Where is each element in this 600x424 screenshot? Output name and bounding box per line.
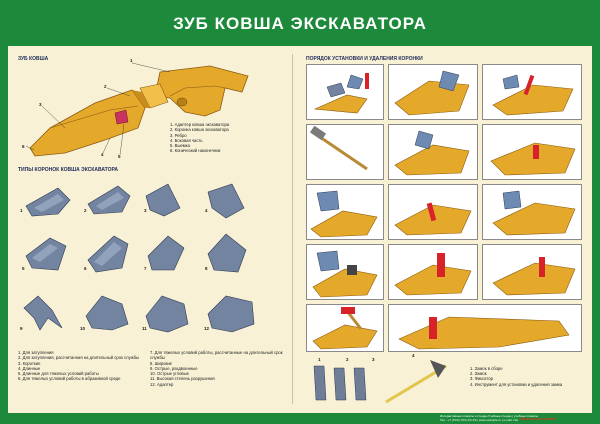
procedure-step-2 (388, 64, 478, 120)
lock-callout: 2 (346, 357, 349, 362)
lock-callout: 4 (412, 353, 415, 358)
brand-logo: Школьный стенд (520, 416, 556, 421)
procedure-step-3 (482, 64, 582, 120)
crown-types-grid (23, 183, 255, 333)
tooth-part-item: 1. Адаптер ковша экскаватора (170, 122, 230, 127)
footer-line: Интерактивные плакаты и стенды Учебные с… (440, 414, 539, 418)
crown-types-list-left: 1. Для затупления 2. Для затупления, рас… (18, 350, 146, 382)
lock-legend: 1. Замок в сборе 2. Замок 3. Фиксатор 4.… (470, 366, 588, 387)
step-10-illustration (312, 250, 378, 298)
crown-type-item: 5. Длинные для тяжелых условий работы (18, 371, 99, 377)
lock-legend-item: 3. Фиксатор (470, 376, 493, 382)
crown-type-item: 7. Для тяжелых условий работы, рассчитан… (150, 350, 283, 361)
tooth-callout-3: 3 (39, 102, 42, 107)
tooth-part-item: 5. Выемка (170, 143, 190, 149)
step-4-illustration (309, 125, 368, 171)
procedure-step-8 (388, 184, 478, 240)
crown-types-list-right: 7. Для тяжелых условий работы, рассчитан… (150, 350, 285, 387)
tooth-callout-2: 2 (104, 84, 107, 89)
procedure-step-4 (306, 124, 384, 180)
step-13-illustration (312, 307, 378, 350)
step-6-illustration (490, 142, 576, 176)
crown-type-item: 9. Острые, раздвоенные (150, 365, 198, 371)
crown-label: 6 (84, 266, 87, 271)
step-12-illustration (492, 257, 576, 296)
crown-label: 11 (142, 326, 147, 331)
crown-type-item: 6. Для тяжелых условий работы в абразивн… (18, 376, 121, 382)
procedure-step-14 (388, 304, 582, 352)
crown-type-item: 11. Высокая степень разрушения (150, 376, 215, 382)
tooth-part-item: 2. Коронка ковша экскаватора (170, 127, 229, 133)
tooth-assembly-illustration (25, 62, 249, 157)
step-8-illustration (394, 202, 472, 236)
page-title: ЗУБ КОВША ЭКСКАВАТОРА (173, 14, 427, 33)
tooth-part-item: 6. Конический наконечник (170, 148, 221, 154)
crown-label: 5 (22, 266, 25, 271)
footer-line: Тел.: +7 (XXX) XXX-XX-XX | www.example.r… (440, 417, 519, 422)
section-tooth-title: ЗУБ КОВША (18, 56, 49, 62)
step-11-illustration (394, 253, 472, 296)
tooth-part-item: 4. Боковая часть (170, 137, 203, 143)
section-types-title: ТИПЫ КОРОНОК КОВША ЭКСКАВАТОРА (18, 167, 119, 173)
section-divider (292, 54, 293, 404)
procedure-step-12 (482, 244, 582, 300)
crown-label: 12 (204, 326, 210, 331)
step-7-illustration (310, 190, 378, 238)
tooth-callout-1: 1 (130, 58, 133, 63)
lock-callout: 3 (372, 357, 375, 362)
crown-label: 2 (84, 208, 87, 213)
crown-label: 9 (20, 326, 23, 331)
lock-legend-item: 1. Замок в сборе (470, 366, 503, 371)
crown-label: 3 (144, 208, 147, 213)
crown-type-item: 8. Широкие (150, 360, 172, 366)
tooth-callout-6: 6 (22, 144, 25, 149)
step-14-illustration (398, 316, 570, 350)
crown-type-item: 12. Адаптер (150, 381, 174, 387)
step-5-illustration (394, 130, 470, 176)
crown-type-item: 4. Длинные (18, 365, 41, 371)
procedure-step-5 (388, 124, 478, 180)
crown-type-item: 3. Короткие (18, 360, 41, 366)
tooth-parts-list: 1. Адаптер ковша экскаватора 2. Коронка … (170, 122, 280, 154)
procedure-step-13 (306, 304, 384, 352)
section-procedure-title: ПОРЯДОК УСТАНОВКИ И УДАЛЕНИЯ КОРОНКИ (306, 56, 423, 62)
crown-label: 1 (20, 208, 23, 213)
lock-callout: 1 (318, 357, 321, 362)
crown-type-item: 10. Острые угловые (150, 371, 189, 377)
crown-label: 8 (205, 266, 208, 271)
crown-label: 7 (144, 266, 147, 271)
lock-parts-illustration (313, 360, 447, 404)
procedure-step-6 (482, 124, 582, 180)
step-2-illustration (394, 70, 470, 116)
lock-legend-item: 4. Инструмент для установки и удаления з… (470, 381, 563, 387)
crown-label: 10 (80, 326, 86, 331)
lock-legend-item: 2. Замок (470, 371, 487, 377)
step-9-illustration (492, 190, 576, 236)
tooth-callout-5: 5 (118, 154, 121, 159)
procedure-step-1 (306, 64, 384, 120)
title-bar: ЗУБ КОВША ЭКСКАВАТОРА (0, 8, 600, 40)
crown-type-item: 1. Для затупления (18, 350, 54, 355)
procedure-step-7 (306, 184, 384, 240)
tooth-part-item: 3. Ребро (170, 132, 187, 138)
procedure-step-9 (482, 184, 582, 240)
step-3-illustration (492, 74, 574, 116)
procedure-step-11 (388, 244, 478, 300)
footer-info: Интерактивные плакаты и стенды Учебные с… (440, 414, 595, 422)
crown-type-item: 2. Для затупления, рассчитанная на длите… (18, 355, 139, 361)
step-1-illustration (313, 73, 369, 114)
procedure-step-10 (306, 244, 384, 300)
tooth-callout-4: 4 (101, 152, 104, 157)
crown-label: 4 (205, 208, 208, 213)
